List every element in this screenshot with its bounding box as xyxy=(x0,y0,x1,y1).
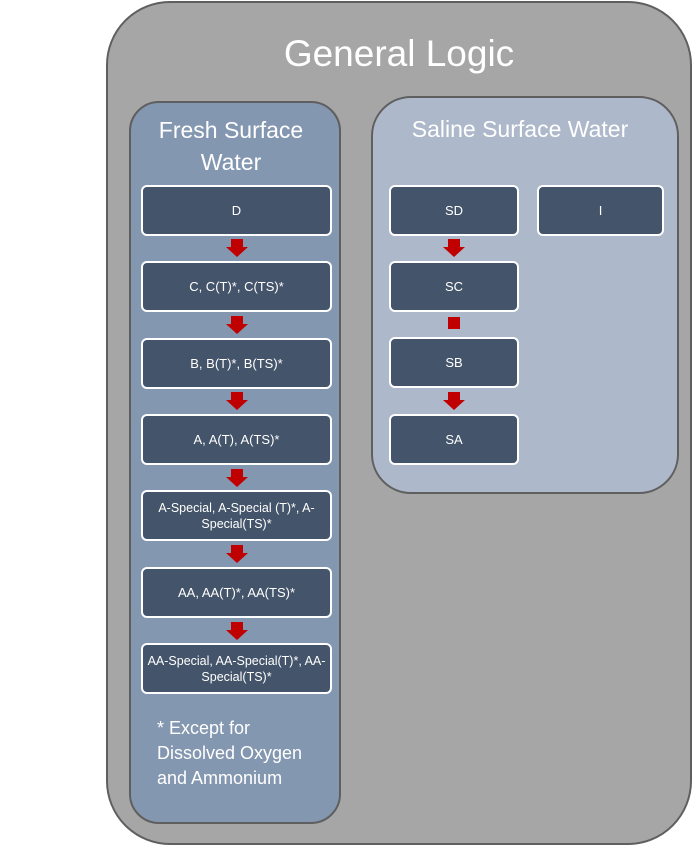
down-arrow-icon xyxy=(443,392,465,410)
down-arrow-icon xyxy=(226,316,248,334)
fresh-node-aa: AA, AA(T)*, AA(TS)* xyxy=(141,567,332,618)
saline-surface-water-title: Saline Surface Water xyxy=(411,116,629,142)
footnote: * Except for Dissolved Oxygen and Ammoni… xyxy=(157,718,303,788)
down-arrow-icon xyxy=(226,469,248,487)
fresh-node-c: C, C(T)*, C(TS)* xyxy=(141,261,332,312)
saline-node-sa: SA xyxy=(389,414,519,465)
fresh-node-b: B, B(T)*, B(TS)* xyxy=(141,338,332,389)
fresh-node-a: A, A(T), A(TS)* xyxy=(141,414,332,465)
down-arrow-icon xyxy=(443,239,465,257)
saline-node-sd: SD xyxy=(389,185,519,236)
saline-node-sc: SC xyxy=(389,261,519,312)
down-arrow-icon xyxy=(226,392,248,410)
down-arrow-icon xyxy=(226,545,248,563)
saline-node-sb: SB xyxy=(389,337,519,388)
red-square-marker xyxy=(448,317,460,329)
down-arrow-icon xyxy=(226,622,248,640)
fresh-node-d: D xyxy=(141,185,332,236)
down-arrow-icon xyxy=(226,239,248,257)
fresh-surface-water-title: Fresh Surface Water xyxy=(158,117,304,175)
fresh-node-aa-special: AA-Special, AA-Special(T)*, AA-Special(T… xyxy=(141,643,332,694)
node-i: I xyxy=(537,185,664,236)
diagram-title: General Logic xyxy=(283,33,515,74)
fresh-node-a-special: A-Special, A-Special (T)*, A-Special(TS)… xyxy=(141,490,332,541)
